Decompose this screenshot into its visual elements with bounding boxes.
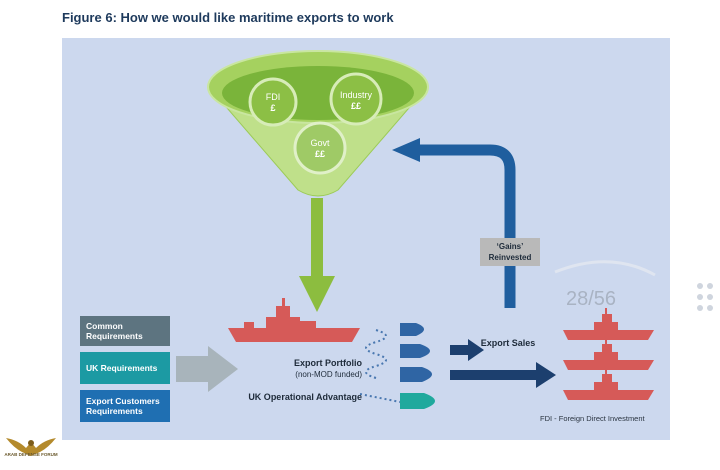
green-arrow-shaft (311, 198, 323, 276)
bullet-1 (400, 323, 424, 336)
bullet-4 (400, 393, 435, 409)
uk-operational-advantage-label: UK Operational Advantage (248, 392, 362, 402)
watermark-text: ARAB DEFENSE FORUM (4, 452, 58, 457)
overlay-arc (554, 260, 656, 277)
govt-label: Govt ££ (302, 138, 338, 160)
non-mod-funded-label: (non-MOD funded) (295, 370, 362, 379)
right-ship-2 (563, 338, 654, 370)
right-ship-1 (563, 308, 654, 340)
bullet-2 (400, 344, 430, 358)
reinvest-arrow-head (392, 138, 420, 162)
export-sales-label: Export Sales (480, 338, 536, 348)
uk-requirements-box: UK Requirements (80, 352, 170, 384)
industry-circle (329, 72, 383, 126)
overlay-dots-icon (697, 283, 713, 311)
dotted-line-upper (365, 329, 387, 379)
fdi-name: FDI (265, 92, 281, 102)
fdi-circle (248, 77, 298, 127)
industry-symbol: ££ (350, 101, 361, 111)
eagle-logo-icon (6, 438, 56, 456)
right-ship-3 (563, 368, 654, 400)
sales-arrow-small (450, 339, 484, 361)
dotted-line-lower (359, 393, 401, 403)
page-counter: 28/56 (566, 288, 617, 310)
figure-title: Figure 6: How we would like maritime exp… (62, 10, 394, 25)
govt-name: Govt (310, 138, 330, 148)
sales-arrow-long (450, 362, 556, 388)
green-arrow-head (299, 276, 335, 312)
gains-reinvested-box: ‘Gains’ Reinvested (480, 238, 540, 266)
export-portfolio-label: Export Portfolio (294, 358, 362, 368)
common-requirements-box: Common Requirements (80, 316, 170, 346)
central-ship (228, 298, 360, 342)
industry-label: Industry ££ (332, 90, 380, 112)
export-customers-requirements-box: Export Customers Requirements (80, 390, 170, 422)
fdi-symbol: £ (270, 103, 276, 113)
govt-circle (293, 121, 347, 175)
govt-symbol: ££ (314, 149, 325, 159)
grey-arrow (176, 346, 238, 392)
fdi-label: FDI £ (255, 92, 291, 114)
reinvest-arrow-path (418, 144, 516, 308)
fdi-footnote: FDI - Foreign Direct Investment (540, 414, 645, 423)
industry-name: Industry (339, 90, 372, 100)
bullet-3 (400, 367, 432, 382)
